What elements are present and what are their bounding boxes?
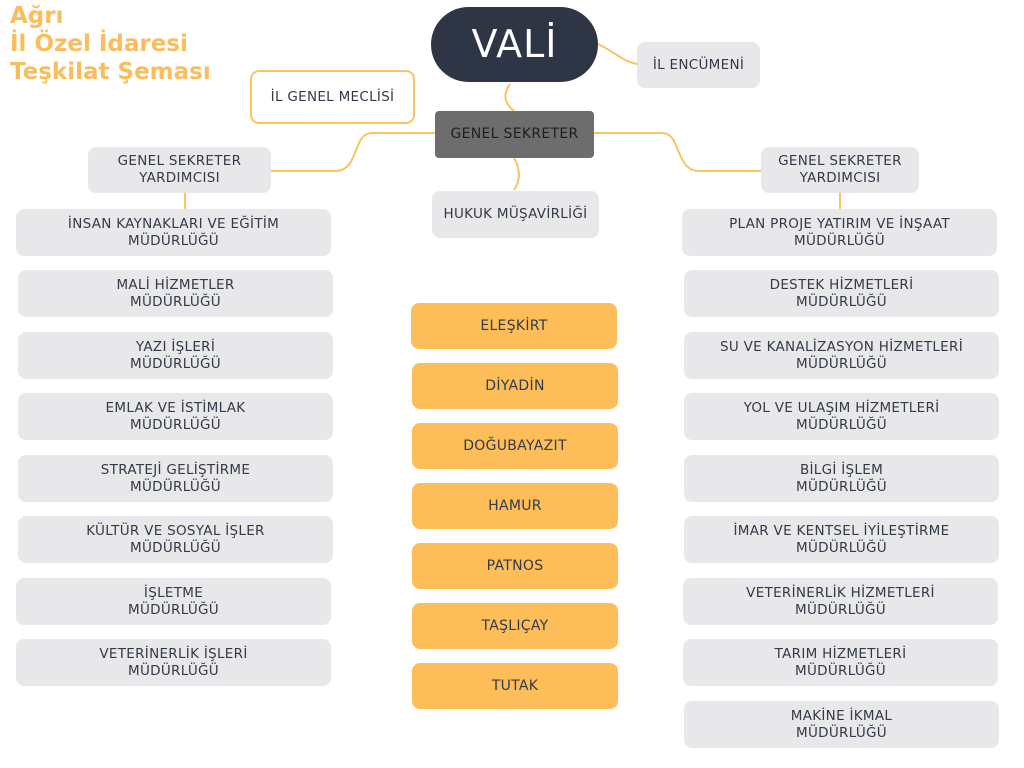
right-assistant-line-1: GENEL SEKRETER bbox=[778, 153, 902, 169]
left-assistant-line-1: GENEL SEKRETER bbox=[117, 153, 242, 169]
unit-suffix: MÜDÜRLÜĞÜ bbox=[796, 478, 887, 495]
connector-gs-right-assistant bbox=[594, 132, 762, 172]
district-diyadin: DİYADİN bbox=[412, 363, 618, 409]
unit-name: İNSAN KAYNAKLARI VE EĞİTİM bbox=[67, 215, 280, 232]
district-patnos: PATNOS bbox=[412, 543, 618, 589]
left-assistant-line-2: YARDIMCISI bbox=[139, 170, 220, 186]
il-genel-meclisi-node: İL GENEL MECLİSİ bbox=[250, 70, 415, 124]
unit-suffix: MÜDÜRLÜĞÜ bbox=[130, 478, 221, 495]
unit-suffix: MÜDÜRLÜĞÜ bbox=[795, 601, 886, 618]
district-taslicay: TAŞLIÇAY bbox=[412, 603, 618, 649]
district-eleskirt: ELEŞKİRT bbox=[411, 303, 617, 349]
unit-name: YOL VE ULAŞIM HİZMETLERİ bbox=[743, 399, 940, 416]
vali-node: VALİ bbox=[431, 7, 598, 82]
unit-name: BİLGİ İŞLEM bbox=[799, 461, 884, 478]
unit-name: PLAN PROJE YATIRIM VE İNŞAAT bbox=[729, 215, 950, 232]
connector-gs-left-assistant bbox=[270, 132, 435, 172]
unit-name: EMLAK VE İSTİMLAK bbox=[105, 399, 246, 416]
right-assistant-node: GENEL SEKRETER YARDIMCISI bbox=[761, 147, 919, 193]
il-encumeni-node: İL ENCÜMENİ bbox=[637, 42, 760, 88]
district-tutak: TUTAK bbox=[412, 663, 618, 709]
title-line-3: Teşkilat Şeması bbox=[10, 59, 211, 85]
unit-suffix: MÜDÜRLÜĞÜ bbox=[796, 355, 887, 372]
unit-name: KÜLTÜR VE SOSYAL İŞLER bbox=[86, 522, 265, 539]
district-dogubayazit: DOĞUBAYAZIT bbox=[412, 423, 618, 469]
unit-name: VETERİNERLİK İŞLERİ bbox=[99, 645, 248, 662]
hukuk-musavirligi-node: HUKUK MÜŞAVİRLİĞİ bbox=[432, 191, 599, 238]
unit-suffix: MÜDÜRLÜĞÜ bbox=[128, 601, 219, 618]
unit-name: İMAR VE KENTSEL İYİLEŞTİRME bbox=[733, 522, 950, 539]
connector-vali-gs bbox=[504, 83, 515, 112]
connector-gs-hukuk bbox=[513, 157, 520, 191]
unit-name: YAZI İŞLERİ bbox=[135, 338, 216, 355]
unit-suffix: MÜDÜRLÜĞÜ bbox=[796, 539, 887, 556]
unit-name: SU VE KANALİZASYON HİZMETLERİ bbox=[720, 338, 963, 355]
unit-suffix: MÜDÜRLÜĞÜ bbox=[795, 662, 886, 679]
unit-name: İŞLETME bbox=[143, 584, 204, 601]
unit-name: MAKİNE İKMAL bbox=[790, 707, 893, 724]
left-assistant-node: GENEL SEKRETER YARDIMCISI bbox=[88, 147, 271, 193]
unit-suffix: MÜDÜRLÜĞÜ bbox=[796, 724, 887, 741]
genel-sekreter-node: GENEL SEKRETER bbox=[435, 111, 594, 158]
unit-suffix: MÜDÜRLÜĞÜ bbox=[128, 232, 219, 249]
unit-suffix: MÜDÜRLÜĞÜ bbox=[130, 355, 221, 372]
district-hamur: HAMUR bbox=[412, 483, 618, 529]
unit-suffix: MÜDÜRLÜĞÜ bbox=[128, 662, 219, 679]
unit-suffix: MÜDÜRLÜĞÜ bbox=[794, 232, 885, 249]
unit-suffix: MÜDÜRLÜĞÜ bbox=[796, 293, 887, 310]
unit-suffix: MÜDÜRLÜĞÜ bbox=[130, 293, 221, 310]
unit-name: MALİ HİZMETLER bbox=[116, 276, 235, 293]
title-line-1: Ağrı bbox=[10, 3, 64, 29]
unit-suffix: MÜDÜRLÜĞÜ bbox=[130, 539, 221, 556]
unit-name: VETERİNERLİK HİZMETLERİ bbox=[746, 584, 935, 601]
unit-name: DESTEK HİZMETLERİ bbox=[769, 276, 914, 293]
chart-title: Ağrı İl Özel İdaresi Teşkilat Şeması bbox=[10, 2, 211, 86]
right-assistant-line-2: YARDIMCISI bbox=[799, 170, 881, 186]
title-line-2: İl Özel İdaresi bbox=[10, 31, 188, 57]
unit-name: STRATEJİ GELİŞTİRME bbox=[100, 461, 251, 478]
unit-name: TARIM HİZMETLERİ bbox=[774, 645, 907, 662]
connector-vali-encumeni bbox=[597, 43, 639, 65]
unit-suffix: MÜDÜRLÜĞÜ bbox=[130, 416, 221, 433]
unit-suffix: MÜDÜRLÜĞÜ bbox=[796, 416, 887, 433]
